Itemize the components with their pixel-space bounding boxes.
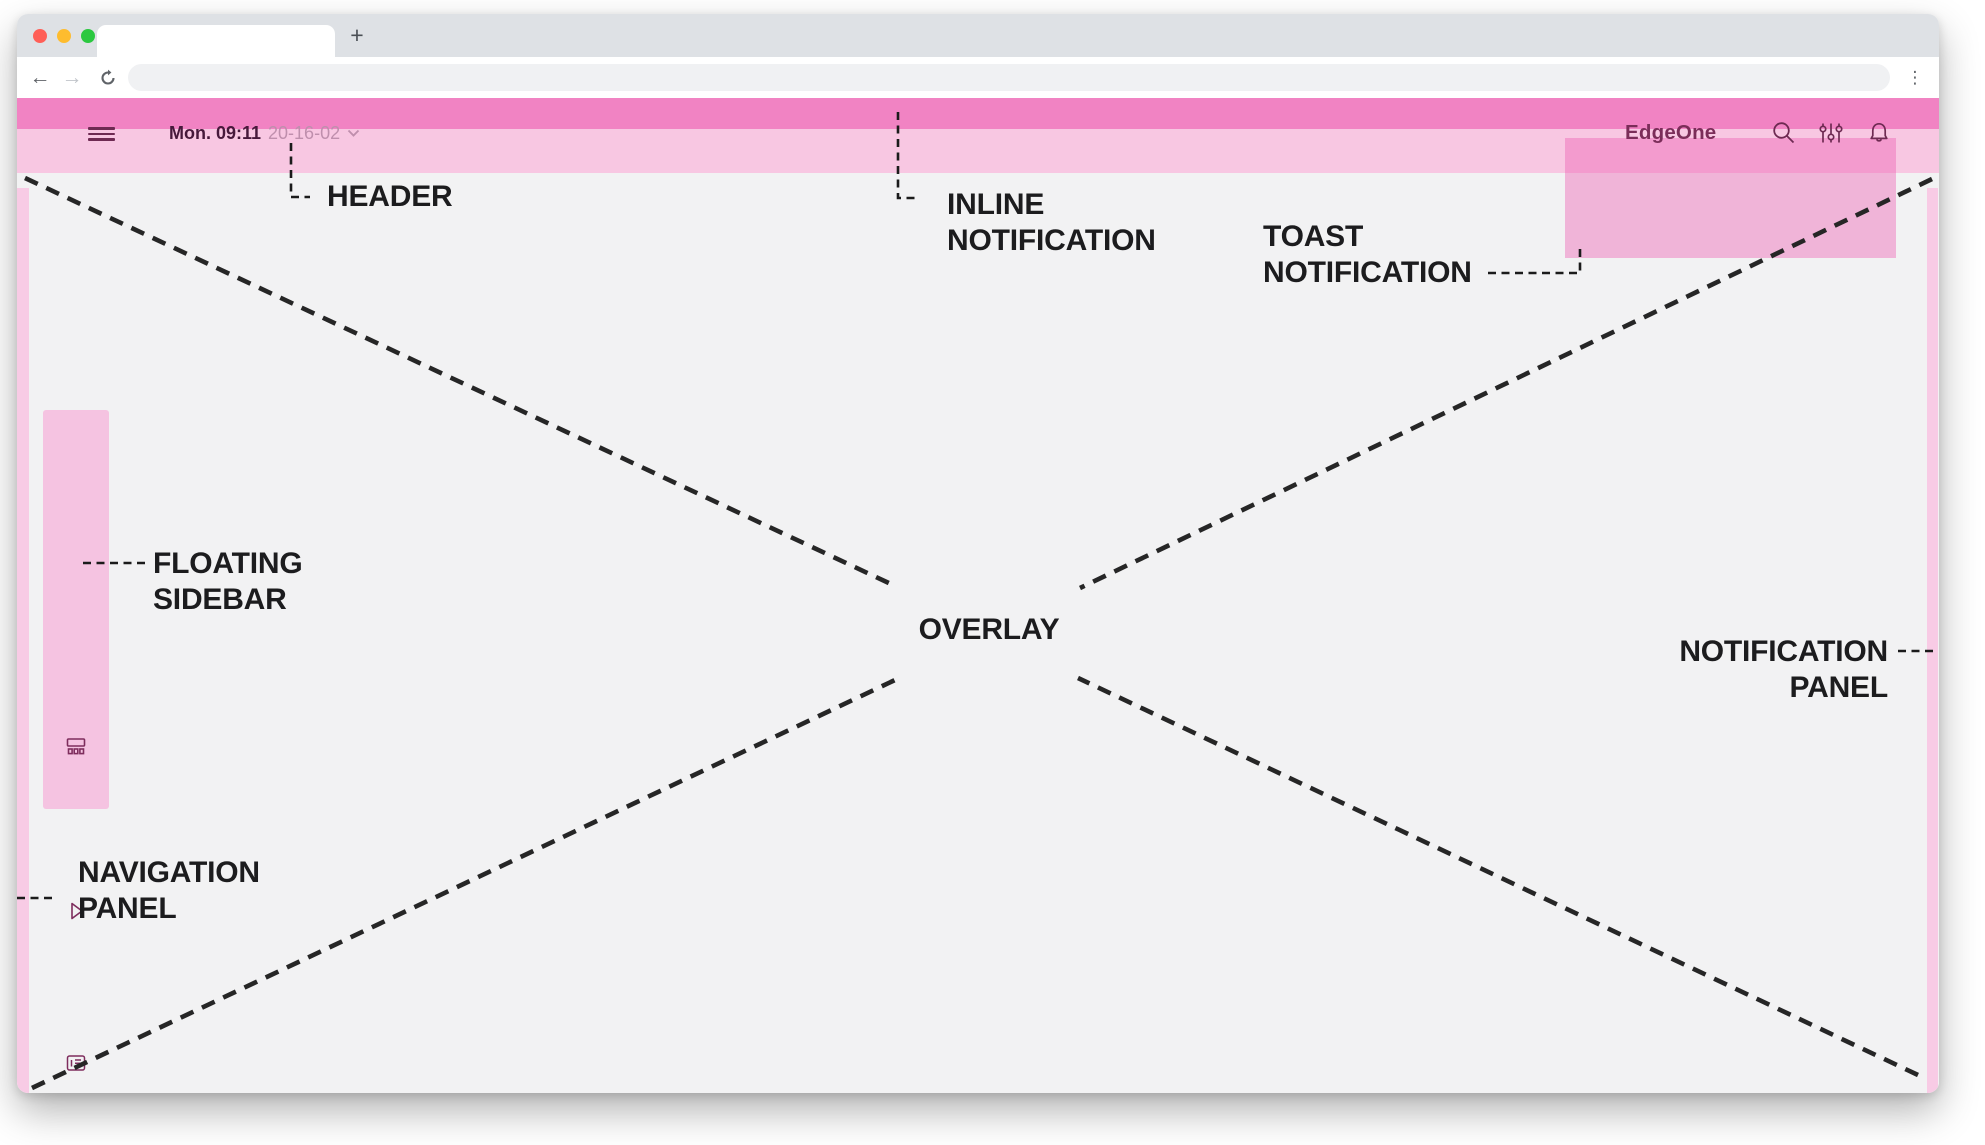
browser-toolbar: ← → ⋮ [17,57,1939,98]
new-tab-button[interactable]: + [350,21,364,48]
overlay-annotation-label: OVERLAY [918,613,1060,646]
minimize-window-button[interactable] [57,29,71,43]
toast-notification-annotation-label: TOAST NOTIFICATION [1263,220,1472,289]
inline-notification-region-highlight [17,129,1939,173]
filter-sliders-icon [1819,123,1843,143]
sidebar-item-dashboard[interactable] [65,735,87,757]
url-bar[interactable] [128,64,1890,91]
reload-icon [101,69,115,85]
sidebar-item-news[interactable] [65,1052,87,1074]
active-tab[interactable] [97,25,335,57]
traffic-lights [33,29,95,43]
datetime-selector[interactable]: Mon. 09:11 20-16-02 [169,123,360,144]
browser-window: + ← → ⋮ Mon. 09:11 20-16-02 [17,14,1939,1093]
toast-notification-region-highlight [1565,138,1896,258]
search-icon [1773,122,1795,144]
close-window-button[interactable] [33,29,47,43]
browser-menu-button[interactable]: ⋮ [1906,67,1924,87]
search-button[interactable] [1771,120,1797,146]
back-button[interactable]: ← [29,65,51,89]
header-annotation-label: HEADER [327,180,453,213]
notifications-button[interactable] [1866,120,1892,146]
chevron-down-icon [347,129,360,137]
floating-sidebar [43,410,109,1071]
maximize-window-button[interactable] [81,29,95,43]
notification-panel-annotation-label: NOTIFICATION PANEL [1679,635,1888,704]
forward-button[interactable]: → [61,65,83,89]
news-article-icon [66,1055,86,1071]
floating-sidebar-annotation-label: FLOATING SIDEBAR [153,547,303,616]
filter-button[interactable] [1818,120,1844,146]
bell-icon [1870,122,1888,142]
brand-logo: EdgeOne [1625,121,1717,144]
reload-button[interactable] [93,57,123,98]
page-content: Mon. 09:11 20-16-02 EdgeOne [17,98,1939,1093]
navigation-panel-strip [17,188,29,1093]
hamburger-menu-icon[interactable] [88,127,115,141]
time-label: Mon. 09:11 [169,123,262,143]
notification-panel-strip [1927,188,1938,1093]
overlay-diagonal-top-left [24,175,894,588]
dashboard-tiles-icon [66,738,86,755]
overlay-diagonal-bottom-right [1077,675,1919,1078]
navigation-panel-annotation-label: NAVIGATION PANEL [78,856,260,925]
tab-bar: + [17,14,1939,57]
inline-notification-annotation-label: INLINE NOTIFICATION [947,188,1156,257]
date-label: 20-16-02 [268,123,341,143]
header-region-highlight [17,98,1939,129]
